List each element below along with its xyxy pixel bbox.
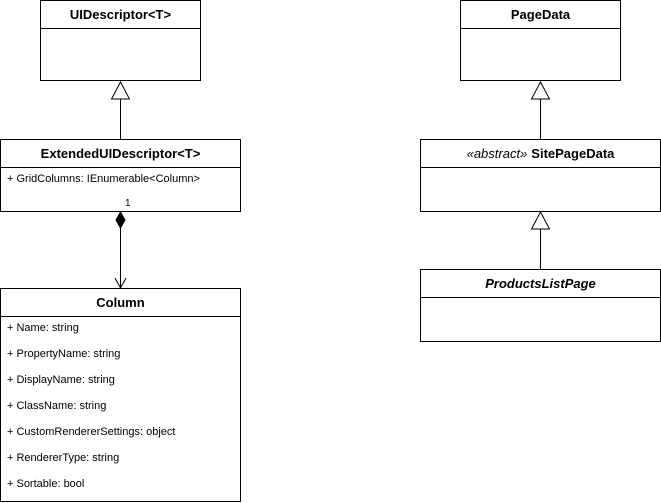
attribute-sortable: + Sortable: bool [7, 478, 85, 490]
composition-diamond [115, 210, 126, 230]
class-site-page-data[interactable]: «abstract» SitePageData [420, 139, 661, 212]
stereotype-abstract: «abstract» [466, 146, 528, 161]
class-title: ExtendedUIDescriptor<T> [1, 140, 240, 168]
class-ui-descriptor[interactable]: UIDescriptor<T> [40, 0, 201, 81]
class-title: ProductsListPage [421, 270, 660, 298]
generalization-products-list-to-site-page-data [530, 210, 551, 269]
class-title: Column [1, 289, 240, 317]
generalization-arrowhead [110, 80, 131, 100]
attribute-grid-columns: + GridColumns: IEnumerable<Column> [7, 173, 200, 185]
composition-extended-to-column [114, 210, 127, 290]
attribute-name: + Name: string [7, 322, 79, 334]
generalization-arrowhead [530, 80, 551, 100]
multiplicity-label: 1 [125, 198, 131, 209]
class-name: ProductsListPage [485, 276, 596, 291]
class-name: SitePageData [531, 146, 615, 161]
class-column[interactable]: Column + Name: string + PropertyName: st… [0, 288, 241, 502]
class-title: PageData [461, 1, 620, 29]
class-name: PageData [510, 7, 571, 22]
class-name: ExtendedUIDescriptor<T> [40, 146, 201, 161]
composition-arrowhead [114, 277, 127, 290]
class-title: «abstract» SitePageData [421, 140, 660, 168]
generalization-site-page-data-to-page-data [530, 80, 551, 139]
class-page-data[interactable]: PageData [460, 0, 621, 81]
generalization-arrowhead [530, 210, 551, 230]
attribute-display-name: + DisplayName: string [7, 374, 115, 386]
attribute-property-name: + PropertyName: string [7, 348, 121, 360]
class-extended-ui-descriptor[interactable]: ExtendedUIDescriptor<T> + GridColumns: I… [0, 139, 241, 212]
class-name: Column [96, 295, 145, 310]
attribute-custom-renderer-settings: + CustomRendererSettings: object [7, 426, 176, 438]
class-products-list-page[interactable]: ProductsListPage [420, 269, 661, 342]
class-name: UIDescriptor<T> [69, 7, 172, 22]
generalization-extended-to-ui-descriptor [110, 80, 131, 139]
class-title: UIDescriptor<T> [41, 1, 200, 29]
attribute-class-name: + ClassName: string [7, 400, 107, 412]
attribute-renderer-type: + RendererType: string [7, 452, 120, 464]
